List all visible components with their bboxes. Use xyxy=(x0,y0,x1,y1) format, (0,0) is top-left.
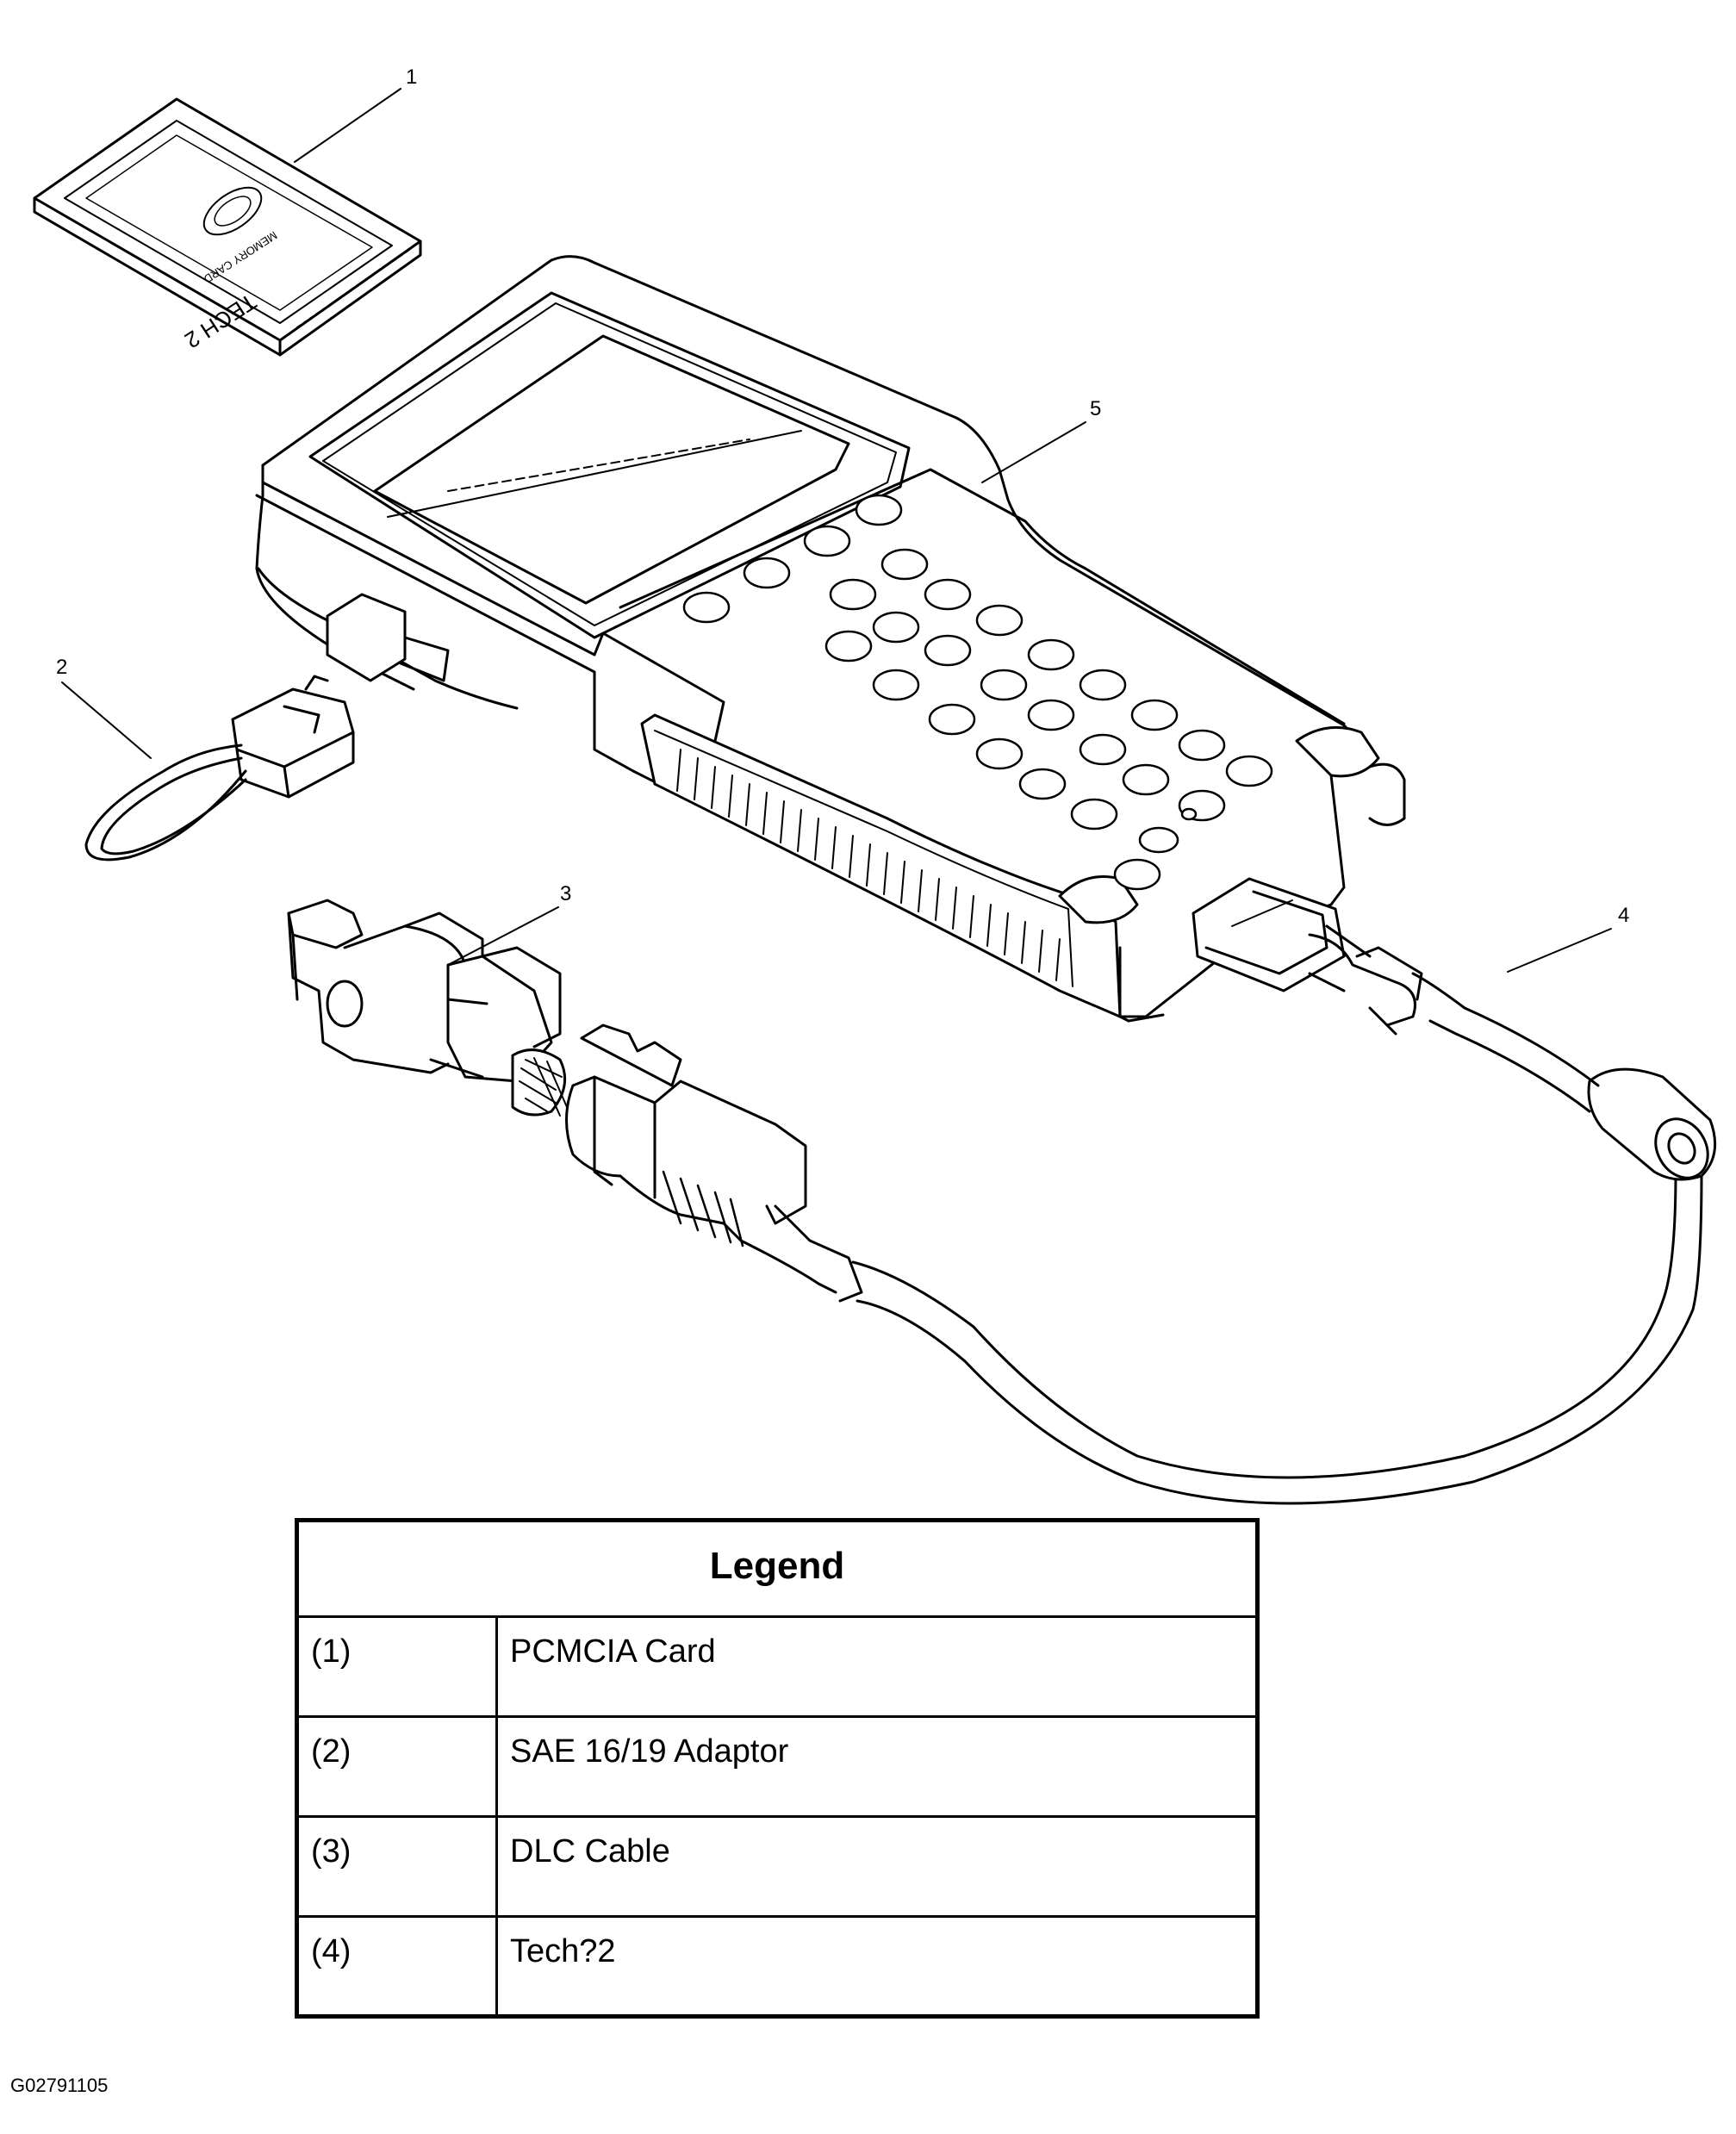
legend-title: Legend xyxy=(296,1519,1259,1618)
pcmcia-card: TECH 2 MEMORY CARD xyxy=(33,97,422,357)
sae-adaptor xyxy=(84,675,355,862)
callout-1: 1 xyxy=(406,65,417,89)
legend-row-number: (4) xyxy=(296,1915,498,2018)
callout-2: 2 xyxy=(56,656,67,679)
tech2-exploded-illustration: TECH 2 MEMORY CARD xyxy=(33,65,1717,1505)
legend-row: (2) SAE 16/19 Adaptor xyxy=(296,1715,1259,1818)
callout-4: 4 xyxy=(1618,904,1629,927)
legend-row: (3) DLC Cable xyxy=(296,1815,1259,1918)
legend-row-text: PCMCIA Card xyxy=(495,1615,1259,1718)
figure-id: G02791105 xyxy=(10,2075,109,2096)
legend-row: (4) Tech?2 xyxy=(296,1915,1259,2018)
legend-header-row: Legend xyxy=(296,1519,1259,1618)
dlc-cable xyxy=(287,899,1717,1505)
legend-table: Legend (1) PCMCIA Card (2) SAE 16/19 Ada… xyxy=(295,1518,1260,2019)
legend-row-number: (2) xyxy=(296,1715,498,1818)
legend-row-text: DLC Cable xyxy=(495,1815,1259,1918)
legend-row: (1) PCMCIA Card xyxy=(296,1615,1259,1718)
legend-row-text: SAE 16/19 Adaptor xyxy=(495,1715,1259,1818)
tech2-unit xyxy=(255,255,1423,1036)
legend-row-number: (1) xyxy=(296,1615,498,1718)
legend-row-number: (3) xyxy=(296,1815,498,1918)
callout-5: 5 xyxy=(1090,397,1101,420)
callout-leaders xyxy=(61,88,1612,973)
legend-row-text: Tech?2 xyxy=(495,1915,1259,2018)
callout-3: 3 xyxy=(560,882,571,905)
